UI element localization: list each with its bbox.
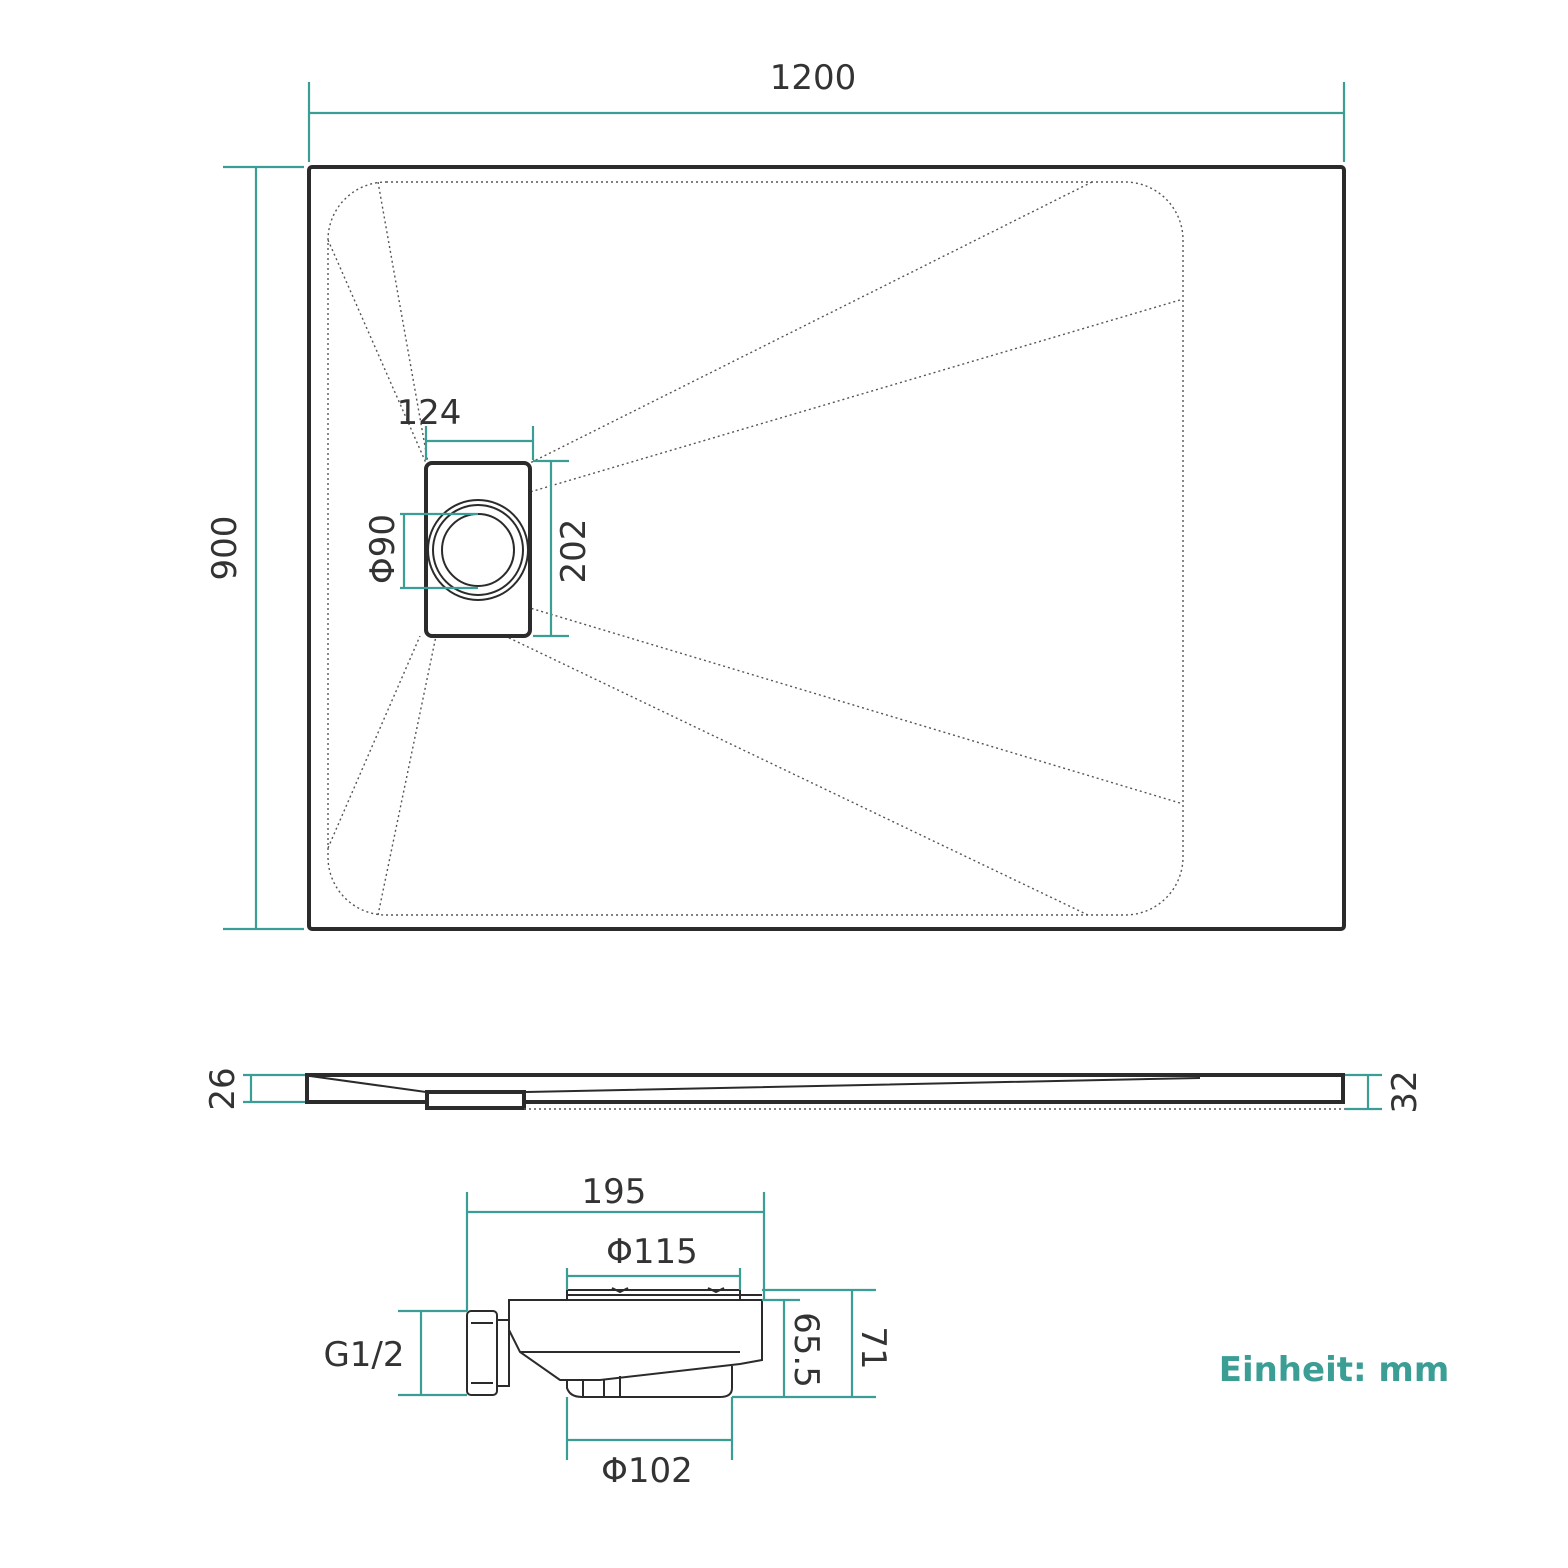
dim-trap-total-height-label: 71 xyxy=(853,1326,893,1369)
dim-width-label: 1200 xyxy=(770,58,857,98)
top-view: 1200 900 124 202 Φ90 xyxy=(205,58,1346,931)
dim-drain-length: 202 xyxy=(533,459,594,638)
dim-depth: 900 xyxy=(205,165,304,931)
dim-height-right: 32 xyxy=(1345,1070,1425,1114)
dim-trap-top-label: Φ115 xyxy=(606,1232,698,1272)
dim-drain-length-label: 202 xyxy=(554,519,594,584)
slope-lines xyxy=(327,181,1181,916)
dim-drain-hole: Φ90 xyxy=(363,512,478,590)
dim-trap-top: Φ115 xyxy=(565,1232,742,1290)
dim-trap-outlet: G1/2 xyxy=(323,1309,467,1397)
tray-side-slope xyxy=(309,1075,1201,1093)
trap-bottom xyxy=(566,1366,733,1398)
dim-drain-width-label: 124 xyxy=(397,393,462,433)
dim-height-left: 26 xyxy=(203,1067,305,1111)
side-view: 26 32 xyxy=(203,1067,1425,1113)
dim-trap-total-height: 71 xyxy=(762,1288,893,1397)
dim-trap-bottom-label: Φ102 xyxy=(601,1451,693,1491)
dim-drain-width: 124 xyxy=(397,393,535,460)
dim-drain-hole-label: Φ90 xyxy=(363,514,403,584)
dim-depth-label: 900 xyxy=(205,516,245,581)
tray-outline xyxy=(307,165,1346,931)
dim-width: 1200 xyxy=(307,58,1346,162)
dim-height-left-label: 26 xyxy=(203,1067,243,1110)
dim-trap-width-label: 195 xyxy=(582,1172,647,1212)
dim-trap-body-height: 65.5 xyxy=(732,1298,876,1399)
trap-body xyxy=(508,1299,763,1381)
drain-ring-middle xyxy=(432,504,524,596)
waste-trap: 195 Φ115 65.5 71 G1/2 xyxy=(323,1172,893,1491)
drain-ring-outer xyxy=(427,499,529,601)
tray-basin-outline xyxy=(327,181,1184,916)
unit-label: Einheit: mm xyxy=(1219,1350,1450,1390)
dim-trap-body-height-label: 65.5 xyxy=(786,1312,826,1388)
drain-side-outline xyxy=(425,1090,526,1110)
dim-trap-bottom: Φ102 xyxy=(565,1397,734,1491)
dim-height-right-label: 32 xyxy=(1385,1070,1425,1113)
dim-trap-outlet-label: G1/2 xyxy=(323,1335,404,1375)
dim-trap-width: 195 xyxy=(465,1172,766,1311)
